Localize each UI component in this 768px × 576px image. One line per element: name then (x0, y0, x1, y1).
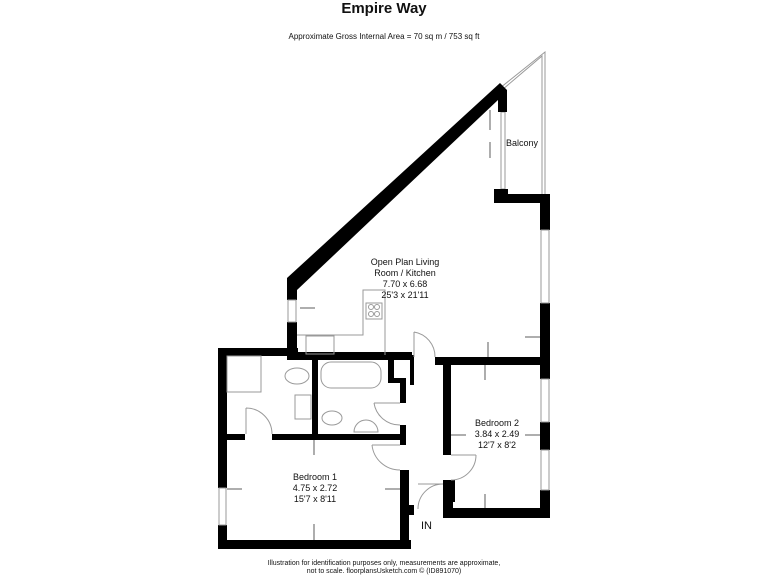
kitchen-units (297, 289, 386, 355)
dimension-arrows (227, 110, 540, 540)
gross-area: Approximate Gross Internal Area = 70 sq … (288, 32, 480, 41)
balcony-outline (499, 50, 546, 195)
room-imperial: 15'7 x 8'11 (293, 494, 337, 504)
doors (245, 331, 477, 510)
room-bedroom-2: Bedroom 2 3.84 x 2.49 12'7 x 8'2 (455, 418, 539, 451)
room-imperial: 12'7 x 8'2 (478, 440, 516, 450)
room-metric: 4.75 x 2.72 (292, 483, 338, 493)
room-name: Bedroom 1 (292, 472, 338, 482)
room-imperial: 25'3 x 21'11 (381, 290, 429, 300)
bathroom-fixtures (226, 355, 382, 433)
room-name: Open Plan Living (370, 257, 440, 267)
disclaimer-line-1: Illustration for identification purposes… (267, 560, 501, 567)
plan-title: Empire Way (341, 0, 427, 17)
disclaimer-line-2: not to scale. floorplansUsketch.com © (I… (306, 568, 462, 575)
windows (218, 229, 550, 526)
room-metric: 3.84 x 2.49 (474, 429, 520, 439)
balcony-label: Balcony (506, 138, 539, 148)
room-name: Bedroom 2 (474, 418, 520, 428)
walls (218, 83, 550, 549)
room-metric: 7.70 x 6.68 (382, 279, 428, 289)
balcony-door (500, 111, 506, 190)
entrance-label: IN (421, 520, 432, 532)
room-bedroom-1: Bedroom 1 4.75 x 2.72 15'7 x 8'11 (265, 472, 365, 505)
disclaimer: Illustration for identification purposes… (0, 560, 768, 576)
room-name-2: Room / Kitchen (374, 268, 436, 278)
room-living-kitchen: Open Plan Living Room / Kitchen 7.70 x 6… (350, 257, 460, 301)
